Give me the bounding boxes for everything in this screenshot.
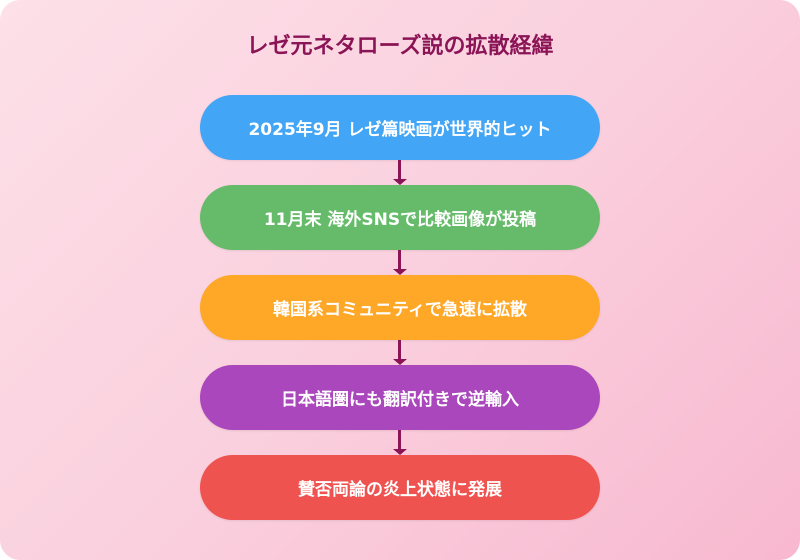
flow-step-1-label: 2025年9月 レゼ篇映画が世界的ヒット [248,120,552,140]
flow-step-4: 日本語圏にも翻訳付きで逆輸入 [200,365,600,430]
flow-step-1: 2025年9月 レゼ篇映画が世界的ヒット [200,95,600,160]
flow-step-5-label: 賛否両論の炎上状態に発展 [298,480,502,500]
flow-step-3-label: 韓国系コミュニティで急速に拡散 [273,300,527,320]
arrow-down-icon [393,160,407,185]
flow-step-2-label: 11月末 海外SNSで比較画像が投稿 [263,210,537,230]
flow-step-2: 11月末 海外SNSで比較画像が投稿 [200,185,600,250]
flow-step-4-label: 日本語圏にも翻訳付きで逆輸入 [281,390,519,410]
arrow-down-icon [393,250,407,275]
arrow-down-icon [393,340,407,365]
flow-step-5: 賛否両論の炎上状態に発展 [200,455,600,520]
diagram-title: レゼ元ネタローズ説の拡散経緯 [246,34,554,59]
flow-step-3: 韓国系コミュニティで急速に拡散 [200,275,600,340]
arrow-down-icon [393,430,407,455]
